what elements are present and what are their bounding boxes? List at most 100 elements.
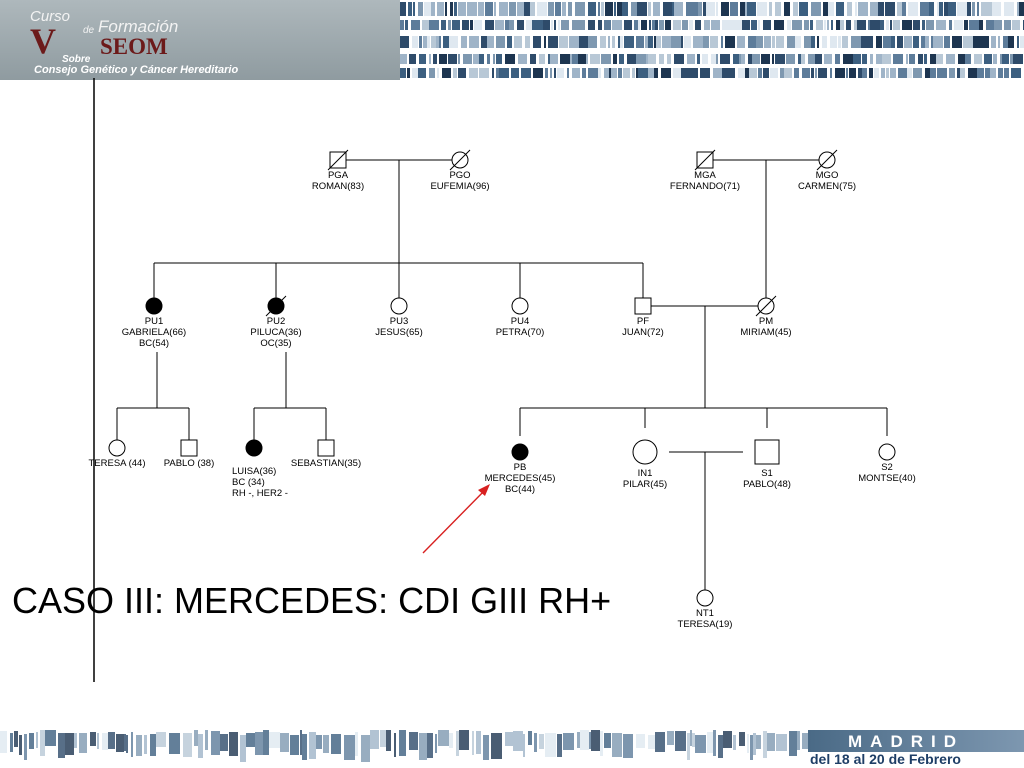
header-stripe — [499, 2, 508, 16]
deceased-mark — [755, 295, 777, 317]
header-stripe — [900, 54, 903, 64]
header-stripe — [617, 2, 622, 16]
header-stripe — [913, 68, 922, 78]
header-stripe — [862, 68, 867, 78]
header-stripe — [469, 68, 478, 78]
header-stripe — [769, 2, 772, 16]
footer-stripe — [255, 732, 263, 755]
footer-stripe — [194, 730, 198, 746]
footer-stripe — [483, 735, 489, 760]
header-stripe — [939, 2, 943, 16]
footer-stripe — [302, 734, 307, 760]
header-stripe — [897, 2, 902, 16]
header-stripe — [479, 54, 484, 64]
header-stripe — [569, 36, 579, 48]
header-stripe — [798, 54, 801, 64]
header-stripe — [651, 68, 654, 78]
header-stripe — [568, 2, 572, 16]
header-stripe — [620, 36, 623, 48]
header-stripe — [952, 36, 962, 48]
header-stripe — [713, 2, 715, 16]
header-stripe — [567, 68, 569, 78]
header-stripe — [818, 68, 827, 78]
header-stripe — [672, 2, 674, 16]
header-stripe — [944, 2, 948, 16]
footer-stripe — [767, 733, 775, 751]
logo-seom: SEOM — [100, 34, 168, 59]
header-stripe — [604, 20, 611, 30]
header-stripe — [890, 68, 896, 78]
header-stripe — [412, 36, 418, 48]
header-stripe — [1017, 2, 1019, 16]
header-stripe — [741, 54, 745, 64]
header-stripe — [1017, 36, 1019, 48]
header-stripe — [711, 20, 720, 30]
individual-label: CARMEN(75) — [798, 181, 856, 192]
header-stripe — [537, 2, 547, 16]
header-stripe — [929, 2, 934, 16]
footer-stripe — [636, 734, 645, 748]
header-stripe — [588, 68, 598, 78]
header-stripe — [749, 68, 757, 78]
header-stripe — [436, 36, 439, 48]
individual-label: IN1 — [638, 468, 653, 479]
header-stripe — [505, 20, 509, 30]
footer-stripe — [126, 735, 128, 753]
header-stripe — [835, 68, 845, 78]
footer-stripe — [116, 734, 124, 752]
header-stripe — [474, 20, 482, 30]
header-stripe — [898, 68, 907, 78]
header-stripe — [704, 20, 710, 30]
deceased-mark — [265, 295, 287, 317]
header-stripe — [424, 2, 431, 16]
female-symbol — [108, 439, 126, 457]
header-stripe — [882, 54, 891, 64]
header-stripe — [721, 36, 723, 48]
male-symbol — [317, 439, 335, 457]
header-stripe — [876, 54, 882, 64]
header-stripe — [883, 36, 891, 48]
header-stripe — [449, 36, 458, 48]
header-stripe — [964, 20, 968, 30]
header-stripe — [957, 68, 960, 78]
header-stripe — [870, 20, 880, 30]
header-stripe — [968, 68, 977, 78]
footer-stripe — [79, 733, 87, 753]
header-stripe — [487, 54, 490, 64]
header-stripe — [419, 54, 426, 64]
footer-stripe — [456, 731, 459, 756]
header-stripe — [780, 68, 784, 78]
header-stripe — [667, 54, 671, 64]
footer-stripe — [763, 731, 767, 758]
header-stripe — [742, 20, 750, 30]
footer-stripe — [40, 730, 45, 756]
footer-stripe — [604, 733, 611, 748]
header-stripe — [868, 20, 870, 30]
header-stripe — [648, 68, 651, 78]
course-logo: Curso de Formación V SEOM Sobre Consejo … — [0, 0, 400, 80]
header-stripe — [827, 20, 829, 30]
header-stripe — [698, 2, 702, 16]
header-stripe — [949, 68, 955, 78]
header-stripe — [969, 20, 979, 30]
header-stripe — [485, 2, 493, 16]
header-stripe — [763, 68, 769, 78]
footer-stripe — [476, 731, 481, 754]
header-stripe — [811, 68, 814, 78]
header-stripe — [636, 54, 646, 64]
header-stripe — [991, 36, 996, 48]
footer-stripe — [733, 735, 736, 750]
header-stripe — [550, 54, 558, 64]
header-stripe — [861, 36, 871, 48]
header-stripe — [674, 2, 683, 16]
header-stripe — [441, 20, 446, 30]
female-symbol — [696, 589, 714, 607]
individual-label: PU1 — [145, 316, 163, 327]
header-stripe — [1000, 54, 1002, 64]
header-stripe — [878, 2, 884, 16]
footer-stripe — [300, 730, 302, 755]
header-stripe — [739, 54, 741, 64]
header-stripe — [890, 20, 892, 30]
